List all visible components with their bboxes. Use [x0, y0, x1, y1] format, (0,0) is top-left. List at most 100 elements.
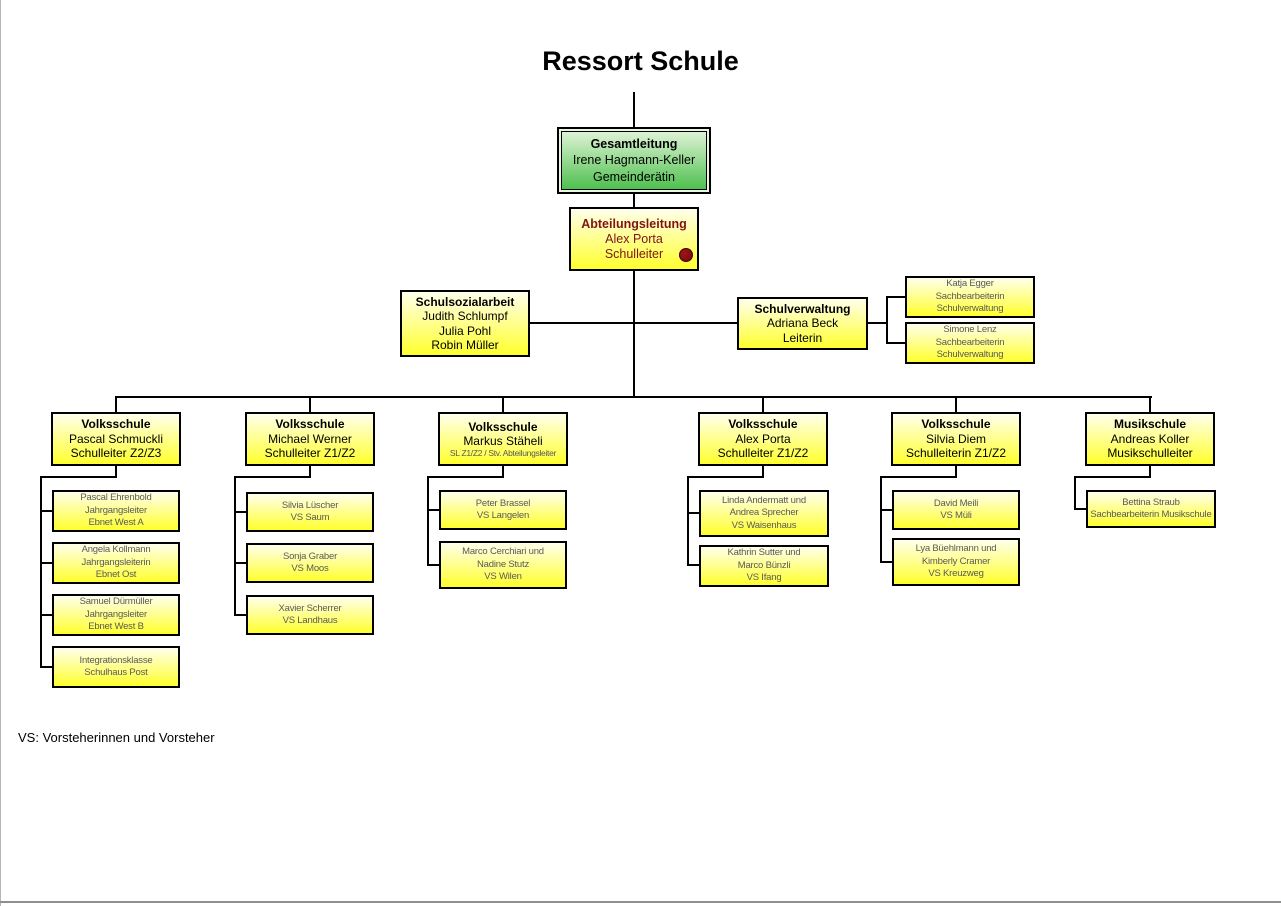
connector	[234, 476, 311, 478]
connector	[886, 296, 905, 298]
node-line: Kimberly Cramer	[921, 555, 991, 567]
connector	[427, 564, 439, 566]
node-title: Volksschule	[728, 417, 798, 432]
node-line: Xavier Scherrer	[278, 602, 342, 614]
connector	[427, 509, 439, 511]
node-line: Nadine Stutz	[477, 558, 529, 570]
connector	[955, 396, 957, 412]
page-edge-left	[0, 0, 1, 906]
connector	[886, 296, 888, 344]
node-school-1-sub-1: Pascal Ehrenbold Jahrgangsleiter Ebnet W…	[52, 490, 180, 532]
node-title: Musikschule	[1113, 417, 1187, 432]
node-role: Gemeinderätin	[593, 169, 675, 184]
node-line: David Meili	[933, 497, 979, 509]
node-school-1-sub-2: Angela Kollmann Jahrgangsleiterin Ebnet …	[52, 542, 180, 584]
node-line: VS Moos	[291, 563, 329, 574]
node-title: Schulverwaltung	[754, 301, 851, 316]
connector	[1074, 508, 1086, 510]
node-person: Alex Porta	[735, 431, 791, 446]
connector	[115, 466, 117, 478]
node-abteilungsleitung: Abteilungsleitung Alex Porta Schulleiter	[569, 207, 699, 271]
connector	[234, 511, 246, 513]
connector	[530, 322, 737, 324]
node-person: Robin Müller	[431, 337, 499, 352]
connector	[762, 466, 764, 478]
connector	[502, 396, 504, 412]
node-line: Angela Kollmann	[81, 544, 151, 556]
connector	[309, 466, 311, 478]
node-person: Julia Pohl	[438, 323, 492, 338]
node-schulverwaltung: Schulverwaltung Adriana Beck Leiterin	[737, 297, 868, 350]
legend-text: VS: Vorsteherinnen und Vorsteher	[18, 730, 215, 745]
node-person: Alex Porta	[605, 231, 663, 246]
node-line: VS Waisenhaus	[731, 519, 797, 531]
node-role: Schulleiter Z1/Z2	[717, 446, 809, 461]
node-person: Adriana Beck	[766, 316, 839, 331]
node-role: Schulleiter Z1/Z2	[264, 446, 356, 461]
connector	[1149, 396, 1151, 412]
node-school-4-sub-2: Kathrin Sutter und Marco Bünzli VS Ifang	[699, 545, 829, 587]
node-role: Schulleiterin Z1/Z2	[905, 446, 1007, 461]
node-role: Sachbearbeiterin	[935, 336, 1005, 348]
node-line: Ebnet Ost	[95, 569, 137, 581]
node-school-4-sub-1: Linda Andermatt und Andrea Sprecher VS W…	[699, 490, 829, 537]
connector	[880, 561, 892, 563]
node-schulverwaltung-staff-1: Katja Egger Sachbearbeiterin Schulverwal…	[905, 276, 1035, 318]
connector	[234, 614, 246, 616]
node-title: Gesamtleitung	[590, 137, 678, 152]
connector	[502, 466, 504, 478]
node-school-2: Volksschule Michael Werner Schulleiter Z…	[245, 412, 375, 466]
node-person: Katja Egger	[946, 278, 994, 290]
node-line: Sachbearbeiterin Musikschule	[1090, 509, 1212, 520]
connector	[633, 92, 635, 127]
node-line: Kathrin Sutter und	[727, 547, 801, 559]
red-dot-marker	[679, 248, 693, 262]
connector	[886, 342, 905, 344]
node-unit: Schulverwaltung	[936, 349, 1004, 361]
connector	[868, 322, 888, 324]
connector	[880, 476, 882, 563]
node-role: Schulleiter Z2/Z3	[70, 446, 162, 461]
connector	[40, 666, 52, 668]
connector	[880, 476, 957, 478]
connector	[40, 614, 52, 616]
connector	[40, 476, 42, 668]
node-title: Volksschule	[275, 417, 345, 432]
node-school-5-sub-2: Lya Büehlmann und Kimberly Cramer VS Kre…	[892, 538, 1020, 586]
connector	[115, 396, 1152, 398]
node-school-2-sub-1: Silvia Lüscher VS Saum	[246, 492, 374, 532]
connector	[309, 396, 311, 412]
node-role: Sachbearbeiterin	[935, 290, 1005, 302]
connector	[687, 476, 764, 478]
node-school-2-sub-3: Xavier Scherrer VS Landhaus	[246, 595, 374, 635]
connector	[427, 476, 429, 566]
node-school-3-sub-1: Peter Brassel VS Langelen	[439, 490, 567, 530]
node-person: Judith Schlumpf	[422, 309, 508, 324]
connector	[40, 562, 52, 564]
node-school-6: Musikschule Andreas Koller Musikschullei…	[1085, 412, 1215, 466]
node-line: VS Ifang	[746, 572, 782, 584]
node-line: Bettina Straub	[1122, 496, 1180, 508]
node-schulsozialarbeit: Schulsozialarbeit Judith Schlumpf Julia …	[400, 290, 530, 357]
node-role: Leiterin	[782, 330, 823, 345]
node-line: Marco Bünzli	[737, 559, 791, 571]
node-line: Peter Brassel	[475, 497, 531, 509]
node-line: Marco Cerchiari und	[462, 546, 544, 558]
node-line: VS Müli	[940, 510, 972, 521]
node-line: VS Langelen	[476, 510, 530, 521]
node-line: Ebnet West B	[88, 621, 144, 633]
node-gesamtleitung: Gesamtleitung Irene Hagmann-Keller Gemei…	[557, 127, 711, 194]
node-line: VS Kreuzweg	[928, 568, 984, 580]
node-school-4: Volksschule Alex Porta Schulleiter Z1/Z2	[698, 412, 828, 466]
node-role: Schulleiter	[604, 246, 664, 261]
node-line: Samuel Dürmüller	[79, 596, 153, 608]
node-person: Irene Hagmann-Keller	[572, 153, 696, 168]
node-line: Silvia Lüscher	[281, 499, 339, 511]
node-line: Sonja Graber	[282, 550, 338, 562]
connector	[687, 512, 699, 514]
node-line: VS Saum	[290, 512, 330, 523]
node-school-5: Volksschule Silvia Diem Schulleiterin Z1…	[891, 412, 1021, 466]
connector	[687, 564, 699, 566]
connector	[687, 476, 689, 566]
